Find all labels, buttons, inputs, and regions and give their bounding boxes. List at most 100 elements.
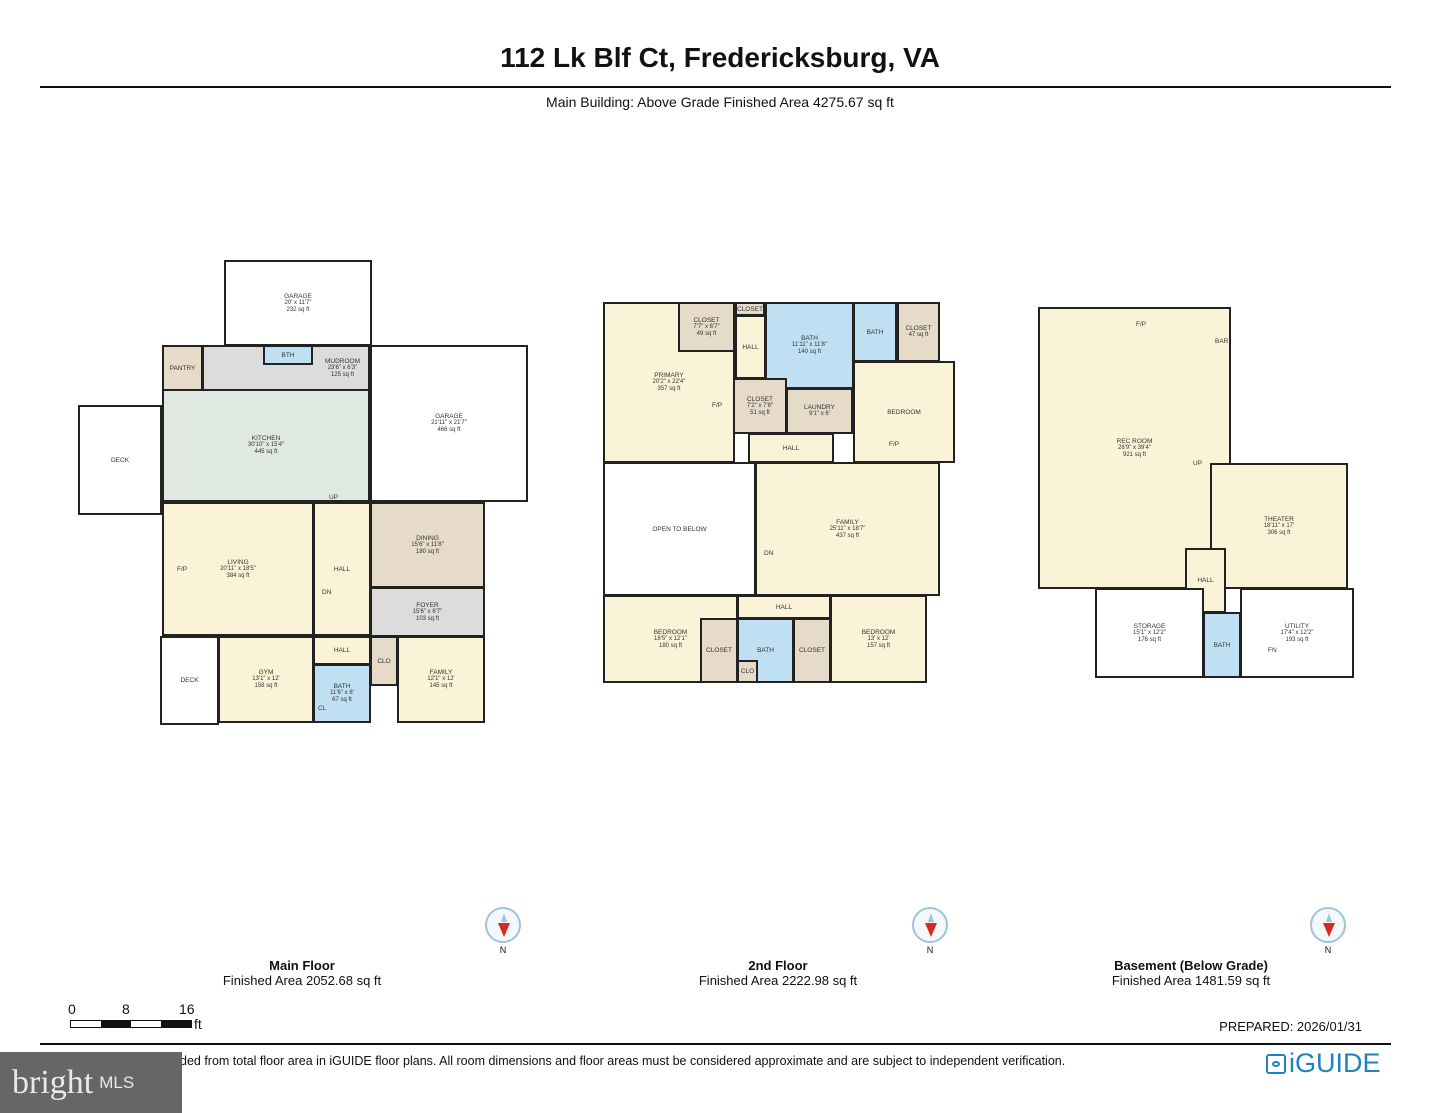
room-label: HALL xyxy=(334,647,350,654)
room-dims: 18'11" x 17' xyxy=(1263,522,1295,529)
room-label: CLO xyxy=(377,658,390,665)
room-label: BTH xyxy=(282,352,295,359)
floor-name: Basement (Below Grade) xyxy=(1114,958,1268,973)
basement-caption: Basement (Below Grade)Finished Area 1481… xyxy=(1061,958,1321,988)
room-label: HALL xyxy=(742,344,758,351)
room-area: 145 sq ft xyxy=(429,683,453,689)
room-name: UTILITY xyxy=(1284,622,1310,630)
footer-divider xyxy=(40,1043,1391,1045)
room-label: HALL xyxy=(334,566,350,573)
room-name: CLO xyxy=(740,668,755,675)
room-dims: 20' x 11'7" xyxy=(284,299,312,306)
room-name: DECK xyxy=(180,677,199,684)
room-area: 180 sq ft xyxy=(415,548,439,555)
room-label: CLOSET xyxy=(737,306,763,313)
scale-bar xyxy=(70,1020,192,1028)
room-dims: 13' x 12' xyxy=(867,635,890,642)
room-name: CLOSET xyxy=(693,316,720,324)
stairs-up-label: UP xyxy=(329,494,339,501)
room-name: BATH xyxy=(333,683,351,690)
room-area: 176 sq ft xyxy=(1137,636,1161,643)
room-open-to-below: OPEN TO BELOW xyxy=(603,462,756,596)
room-closet: CLOSET xyxy=(700,618,738,683)
room-dims: 15'6" x 6'7" xyxy=(412,608,443,615)
room-name: HALL xyxy=(775,603,793,611)
room-label: HALL xyxy=(776,604,792,611)
room-bath: BATH xyxy=(853,302,897,362)
room-hall: HALL xyxy=(737,595,831,619)
room-name: FOYER xyxy=(416,601,439,609)
room-name: PRIMARY xyxy=(654,372,684,379)
furnace-label: FN xyxy=(1268,647,1277,654)
room-name: PANTRY xyxy=(169,364,196,372)
room-label: PANTRY xyxy=(170,365,196,372)
room-name: LIVING xyxy=(227,558,249,566)
room-name: DINING xyxy=(416,534,439,542)
room-area: 103 sq ft xyxy=(415,615,439,622)
room-hall: HALL xyxy=(313,636,371,665)
stairs-down-label: DN xyxy=(322,589,332,596)
compass-north-label: N xyxy=(1324,945,1332,955)
room-name: FAMILY xyxy=(836,518,859,526)
scale-tick: 8 xyxy=(122,1001,130,1017)
room-dims: 12'1" x 12' xyxy=(427,676,455,682)
floor-name: 2nd Floor xyxy=(748,958,808,973)
room-label: CLOSET xyxy=(799,647,825,654)
room-name: CLO xyxy=(377,657,391,665)
floor-name: Main Floor xyxy=(269,958,335,973)
room-bth: BTH xyxy=(263,345,313,365)
room-name: HALL xyxy=(333,565,351,573)
room-label: BATH xyxy=(757,647,774,654)
room-bath: BATH xyxy=(1203,612,1241,678)
room-area: 157 sq ft xyxy=(866,642,890,649)
room-label: DECK xyxy=(180,677,198,684)
header-divider xyxy=(40,86,1391,88)
room-dims: 11'11" x 11'8" xyxy=(792,342,827,348)
compass-icon xyxy=(912,907,948,943)
stairs-down-label: DN xyxy=(764,550,774,557)
room-name: REC ROOM xyxy=(1116,437,1153,445)
room-name: DECK xyxy=(110,456,130,464)
room-name: THEATER xyxy=(1264,515,1294,523)
room-area: 140 sq ft xyxy=(797,349,821,355)
stairs-up-label: UP xyxy=(1193,460,1203,467)
room-dims: 9'1" x 6' xyxy=(809,411,830,417)
room-area: 306 sq ft xyxy=(1267,529,1291,536)
room-name: BEDROOM xyxy=(653,628,688,636)
room-area: 466 sq ft xyxy=(437,427,461,433)
room-dims: 7'7" x 6'7" xyxy=(693,323,720,330)
room-hall: HALL xyxy=(735,315,766,379)
room-name: CLOSET xyxy=(737,305,764,313)
room-closet: CLOSET xyxy=(735,302,765,316)
iguide-logo: iGUIDE xyxy=(1266,1048,1381,1079)
disclaimer: ded from total floor area in iGUIDE floo… xyxy=(180,1054,1066,1068)
room-name: MUDROOM xyxy=(324,357,360,365)
room-area: 67 sq ft xyxy=(332,697,352,703)
room-area: 47 sq ft xyxy=(908,332,929,338)
